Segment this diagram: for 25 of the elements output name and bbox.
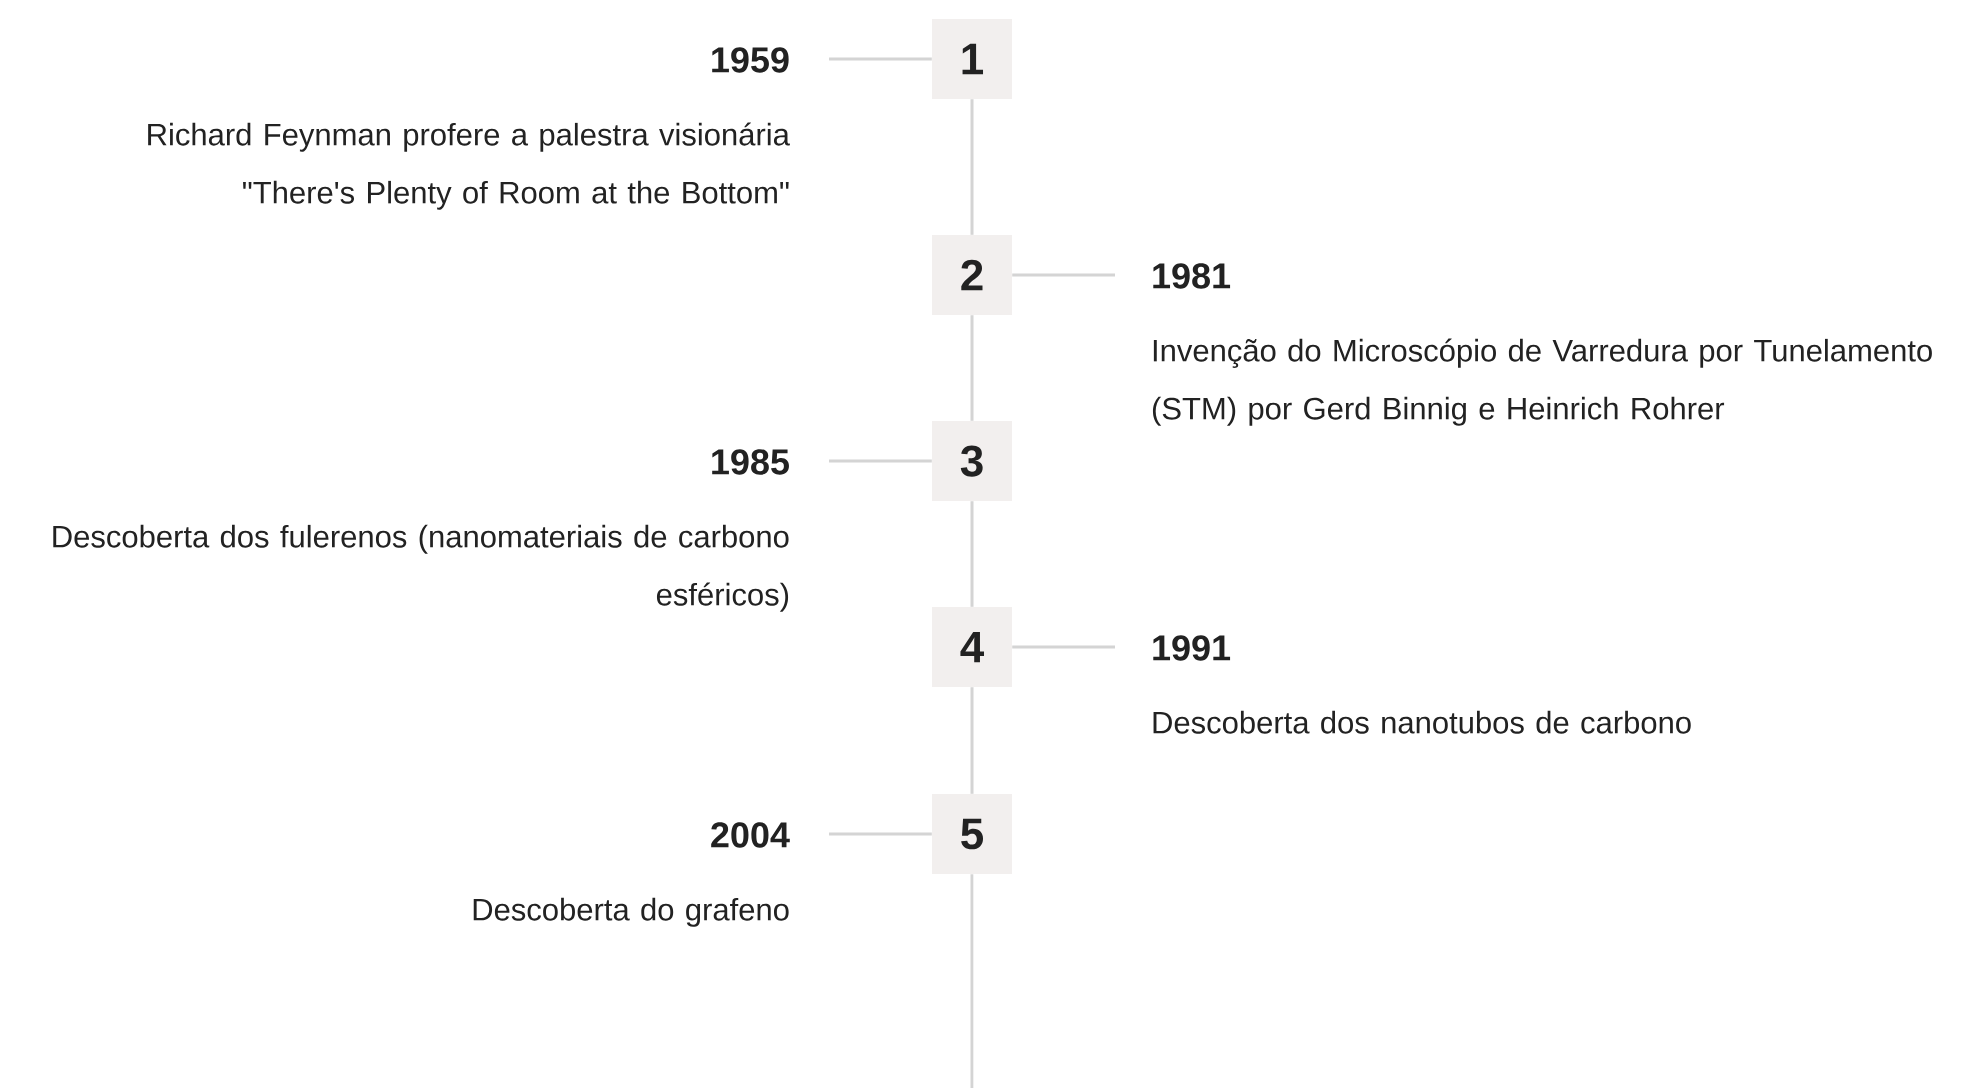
number-box: 3 [932,421,1012,501]
event-description: Richard Feynman profere a palestra visionária "There's Plenty of Room at the Bottom" [148,122,790,210]
year-label: 1985 [712,449,789,475]
number-box: 1 [932,19,1012,99]
year-label: 1959 [712,47,789,73]
number-box: 2 [932,235,1012,315]
connector-line [970,99,974,235]
connector-line [829,459,932,463]
connector-line [829,832,932,836]
event-description: Descoberta dos nanotubos de carbono [1153,710,1691,734]
year-label: 1981 [1153,263,1231,289]
connector-line [970,874,974,1088]
connector-line [970,315,974,421]
event-description: Descoberta dos fulerenos (nanomateriais de carbono esféricos) [53,524,789,612]
number-box: 4 [932,607,1012,687]
event-description: Invenção do Microscópio de Varredura por Tunelamento (STM) por Gerd Binnig e Heinrich Rohrer [1152,338,1932,426]
connector-line [829,57,932,61]
connector-line [1012,645,1115,649]
year-label: 2004 [711,822,790,848]
connector-line [970,501,974,607]
number-box: 5 [932,794,1012,874]
connector-line [970,687,974,794]
year-label: 1991 [1153,635,1231,661]
event-description: Descoberta do grafeno [473,897,789,927]
connector-line [1012,273,1115,277]
